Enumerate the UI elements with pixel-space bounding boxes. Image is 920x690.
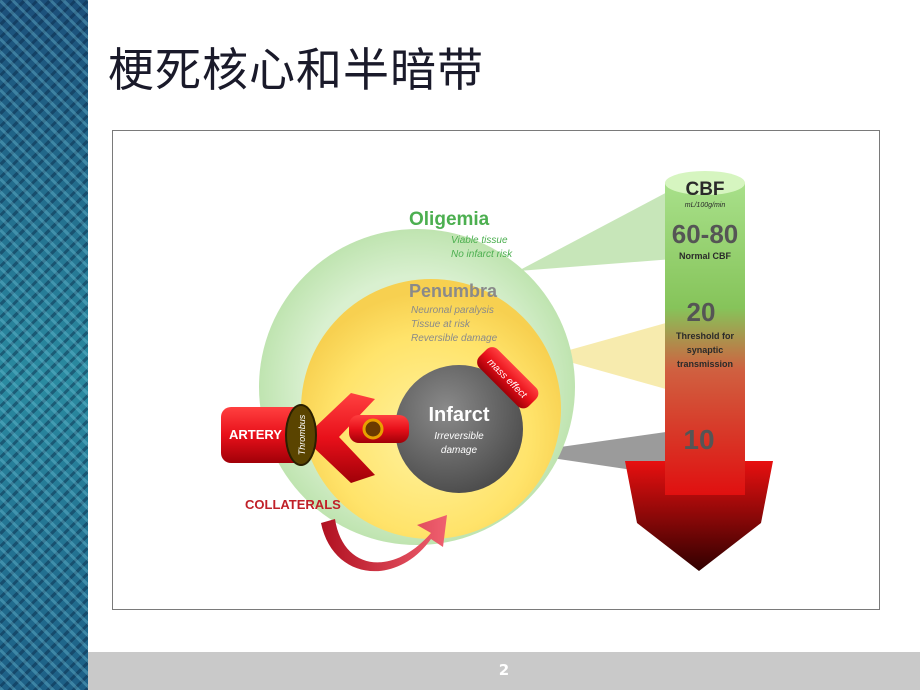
infarct-label: Infarct [428,404,489,426]
collaterals-arrow-icon [321,515,447,572]
footer-bar: 2 [88,652,920,690]
penumbra-line2: Tissue at risk [411,319,471,330]
collaterals-label: COLLATERALS [245,497,341,512]
penumbra-projection [548,321,673,391]
cbf-normal-label: Normal CBF [679,251,732,261]
artery-label: ARTERY [229,427,282,442]
oligemia-label: Oligemia [409,209,490,230]
oligemia-line1: Viable tissue [451,235,508,246]
embolus-icon [362,418,384,440]
cbf-title: CBF [685,179,724,200]
cbf-threshold-value: 20 [687,297,716,327]
infarct-penumbra-diagram: mass effect Thrombus ARTERY COLLATERALS … [221,171,773,572]
thrombus-icon [285,404,317,466]
infarct-core [395,365,523,493]
cbf-critical-value: 10 [683,424,714,455]
page-number: 2 [498,661,510,679]
cbf-threshold-line3: transmission [677,359,733,369]
cbf-threshold-line1: Threshold for [676,331,734,341]
oligemia-line2: No infarct risk [451,249,513,260]
infarct-line2: damage [441,445,478,456]
cbf-column-top [665,171,745,195]
cbf-threshold-line2: synaptic [687,345,724,355]
penumbra-label: Penumbra [409,281,498,301]
oligemia-projection [518,189,673,271]
penumbra-line3: Reversible damage [411,333,498,344]
cbf-normal-value: 60-80 [672,219,739,249]
cbf-column [665,183,745,495]
thrombus-label: Thrombus [297,414,307,455]
diagram-frame: mass effect Thrombus ARTERY COLLATERALS … [112,130,880,610]
slide-title: 梗死核心和半暗带 [108,43,484,97]
infarct-line1: Irreversible [434,431,484,442]
cbf-unit: mL/100g/min [685,202,726,209]
penumbra-line1: Neuronal paralysis [411,305,494,316]
decorative-side-strip [0,0,88,690]
